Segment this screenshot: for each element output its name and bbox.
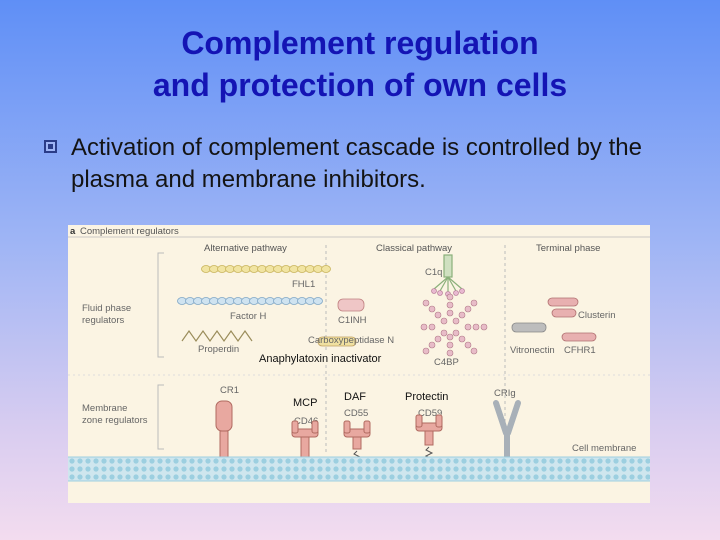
mcp-label: MCP [293, 397, 318, 409]
properdin-label: Properdin [198, 344, 239, 355]
anaphylatoxin-inactivator-label: Anaphylatoxin inactivator [259, 353, 382, 365]
crig-receptor [493, 400, 521, 466]
cd55-receptor [343, 420, 371, 450]
row-label-membrane-2: zone regulators [82, 415, 148, 426]
cell-membrane-label: Cell membrane [572, 443, 636, 454]
cd46-receptor [291, 420, 319, 464]
membrane-bracket [157, 384, 164, 450]
bullet-point: Activation of complement cascade is cont… [44, 132, 684, 196]
protectin-label: Protectin [405, 391, 449, 403]
regulators-diagram: a Complement regulators Alternative path… [68, 226, 650, 482]
properdin-shape [181, 329, 253, 343]
panel-title: Complement regulators [80, 226, 179, 237]
c1q-heads [431, 288, 465, 297]
c4bp-label: C4BP [434, 357, 459, 368]
slide-title: Complement regulation and protection of … [0, 22, 720, 106]
title-line-1: Complement regulation [181, 25, 539, 61]
column-alternative-pathway: Alternative pathway [204, 243, 287, 254]
clusterin-bottom [551, 308, 577, 318]
c1inh-shape [337, 298, 365, 312]
clusterin-top [547, 297, 579, 307]
bullet-text: Activation of complement cascade is cont… [71, 134, 642, 193]
c1inh-label: C1INH [338, 315, 367, 326]
panel-label: a [70, 226, 76, 237]
cell-membrane [68, 457, 650, 481]
column-terminal-phase: Terminal phase [536, 243, 600, 254]
cd55-label: CD55 [344, 408, 368, 419]
square-bullet-icon [44, 140, 57, 153]
c1q-label: C1q [425, 267, 442, 278]
complement-regulators-figure: a Complement regulators Alternative path… [68, 225, 650, 503]
cr1-label: CR1 [220, 385, 239, 396]
carboxypeptidase-shape [317, 336, 357, 347]
row-label-fluid-1: Fluid phase [82, 303, 131, 314]
c4bp-shape [420, 293, 488, 357]
fluid-bracket [157, 252, 164, 358]
title-line-2: and protection of own cells [152, 67, 568, 103]
fhl1-chain [201, 265, 331, 273]
cfhr1-label: CFHR1 [564, 345, 596, 356]
factor-h-label: Factor H [230, 311, 267, 322]
vitronectin-shape [511, 322, 547, 333]
row-label-membrane-1: Membrane [82, 403, 127, 414]
factor-h-chain [177, 297, 323, 305]
cd59-receptor [415, 414, 443, 446]
column-classical-pathway: Classical pathway [376, 243, 452, 254]
c1q-shape [433, 254, 463, 292]
cd46-label: CD46 [294, 416, 318, 427]
cd59-label: CD59 [418, 408, 442, 419]
crig-label: CRIg [494, 388, 516, 399]
cr1-receptor [215, 400, 233, 462]
fhl1-label: FHL1 [292, 279, 315, 290]
clusterin-label: Clusterin [578, 310, 616, 321]
cfhr1-shape [561, 332, 597, 342]
daf-label: DAF [344, 391, 366, 403]
carboxypeptidase-label: Carboxypeptidase N [308, 335, 394, 346]
row-label-fluid-2: regulators [82, 315, 124, 326]
vitronectin-label: Vitronectin [510, 345, 555, 356]
